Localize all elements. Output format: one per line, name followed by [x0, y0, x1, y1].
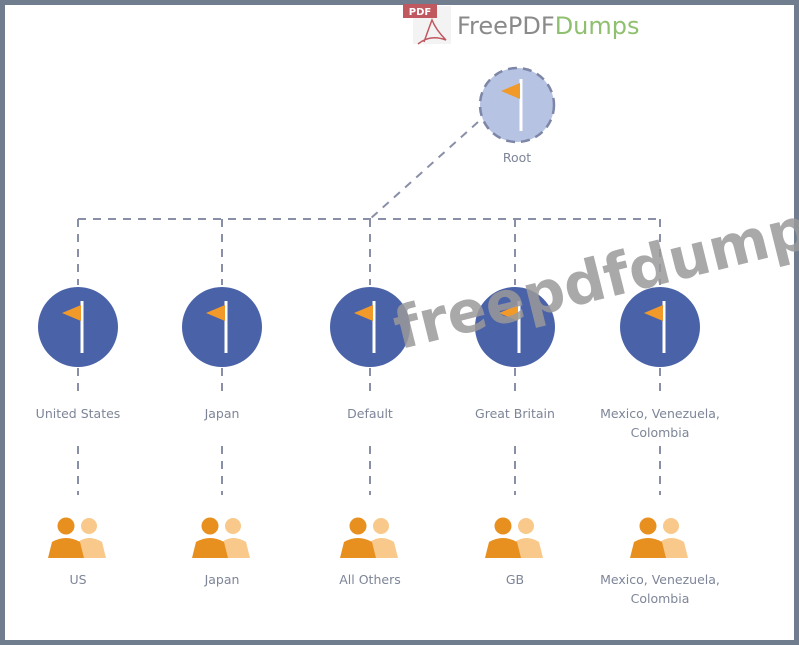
flag-icon	[354, 301, 376, 353]
audience-item: US	[48, 517, 106, 587]
audience-group-icon	[48, 517, 106, 558]
pdf-badge	[403, 4, 437, 18]
audience-label: Japan	[204, 572, 240, 587]
audience-item: Mexico, Venezuela, Colombia	[600, 517, 720, 606]
root-connector	[369, 121, 479, 220]
flag-icon	[206, 301, 228, 353]
audience-item: All Others	[339, 517, 401, 587]
node-label: United States	[36, 406, 121, 421]
flag-icon	[644, 301, 666, 353]
audience-group-icon	[340, 517, 398, 558]
audience-group-icon	[192, 517, 250, 558]
pdf-badge-text: PDF	[409, 7, 431, 18]
flag-icon	[499, 301, 521, 353]
audience-item: Japan	[192, 517, 250, 587]
node-label: Japan	[204, 406, 240, 421]
audience-item: GB	[485, 517, 543, 587]
node-label: Colombia	[631, 425, 690, 440]
acrobat-icon	[417, 17, 447, 45]
node-label: Great Britain	[475, 406, 555, 421]
country-node[interactable]: Japan	[182, 287, 262, 421]
root-label: Root	[503, 150, 531, 165]
flag-icon	[62, 301, 84, 353]
root-node[interactable]: Root	[478, 66, 556, 165]
connector-lines	[77, 121, 661, 495]
logo: PDF FreePDFDumps	[403, 4, 640, 45]
watermark: freepdfdumps.com	[387, 148, 799, 363]
audience-label: All Others	[339, 572, 400, 587]
audience-label: Colombia	[631, 591, 690, 606]
node-label: Default	[347, 406, 393, 421]
country-node[interactable]: Default	[330, 287, 410, 421]
audience-label: Mexico, Venezuela,	[600, 572, 720, 587]
audience-label: GB	[506, 572, 524, 587]
audience-label: US	[69, 572, 86, 587]
node-label: Mexico, Venezuela,	[600, 406, 720, 421]
country-node[interactable]: Great Britain	[475, 287, 555, 421]
country-node[interactable]: Mexico, Venezuela, Colombia	[600, 287, 720, 440]
flag-icon	[501, 79, 523, 131]
logo-text: FreePDFDumps	[457, 12, 640, 40]
country-node[interactable]: United States	[36, 287, 121, 421]
audience-group-icon	[630, 517, 688, 558]
audience-group-icon	[485, 517, 543, 558]
